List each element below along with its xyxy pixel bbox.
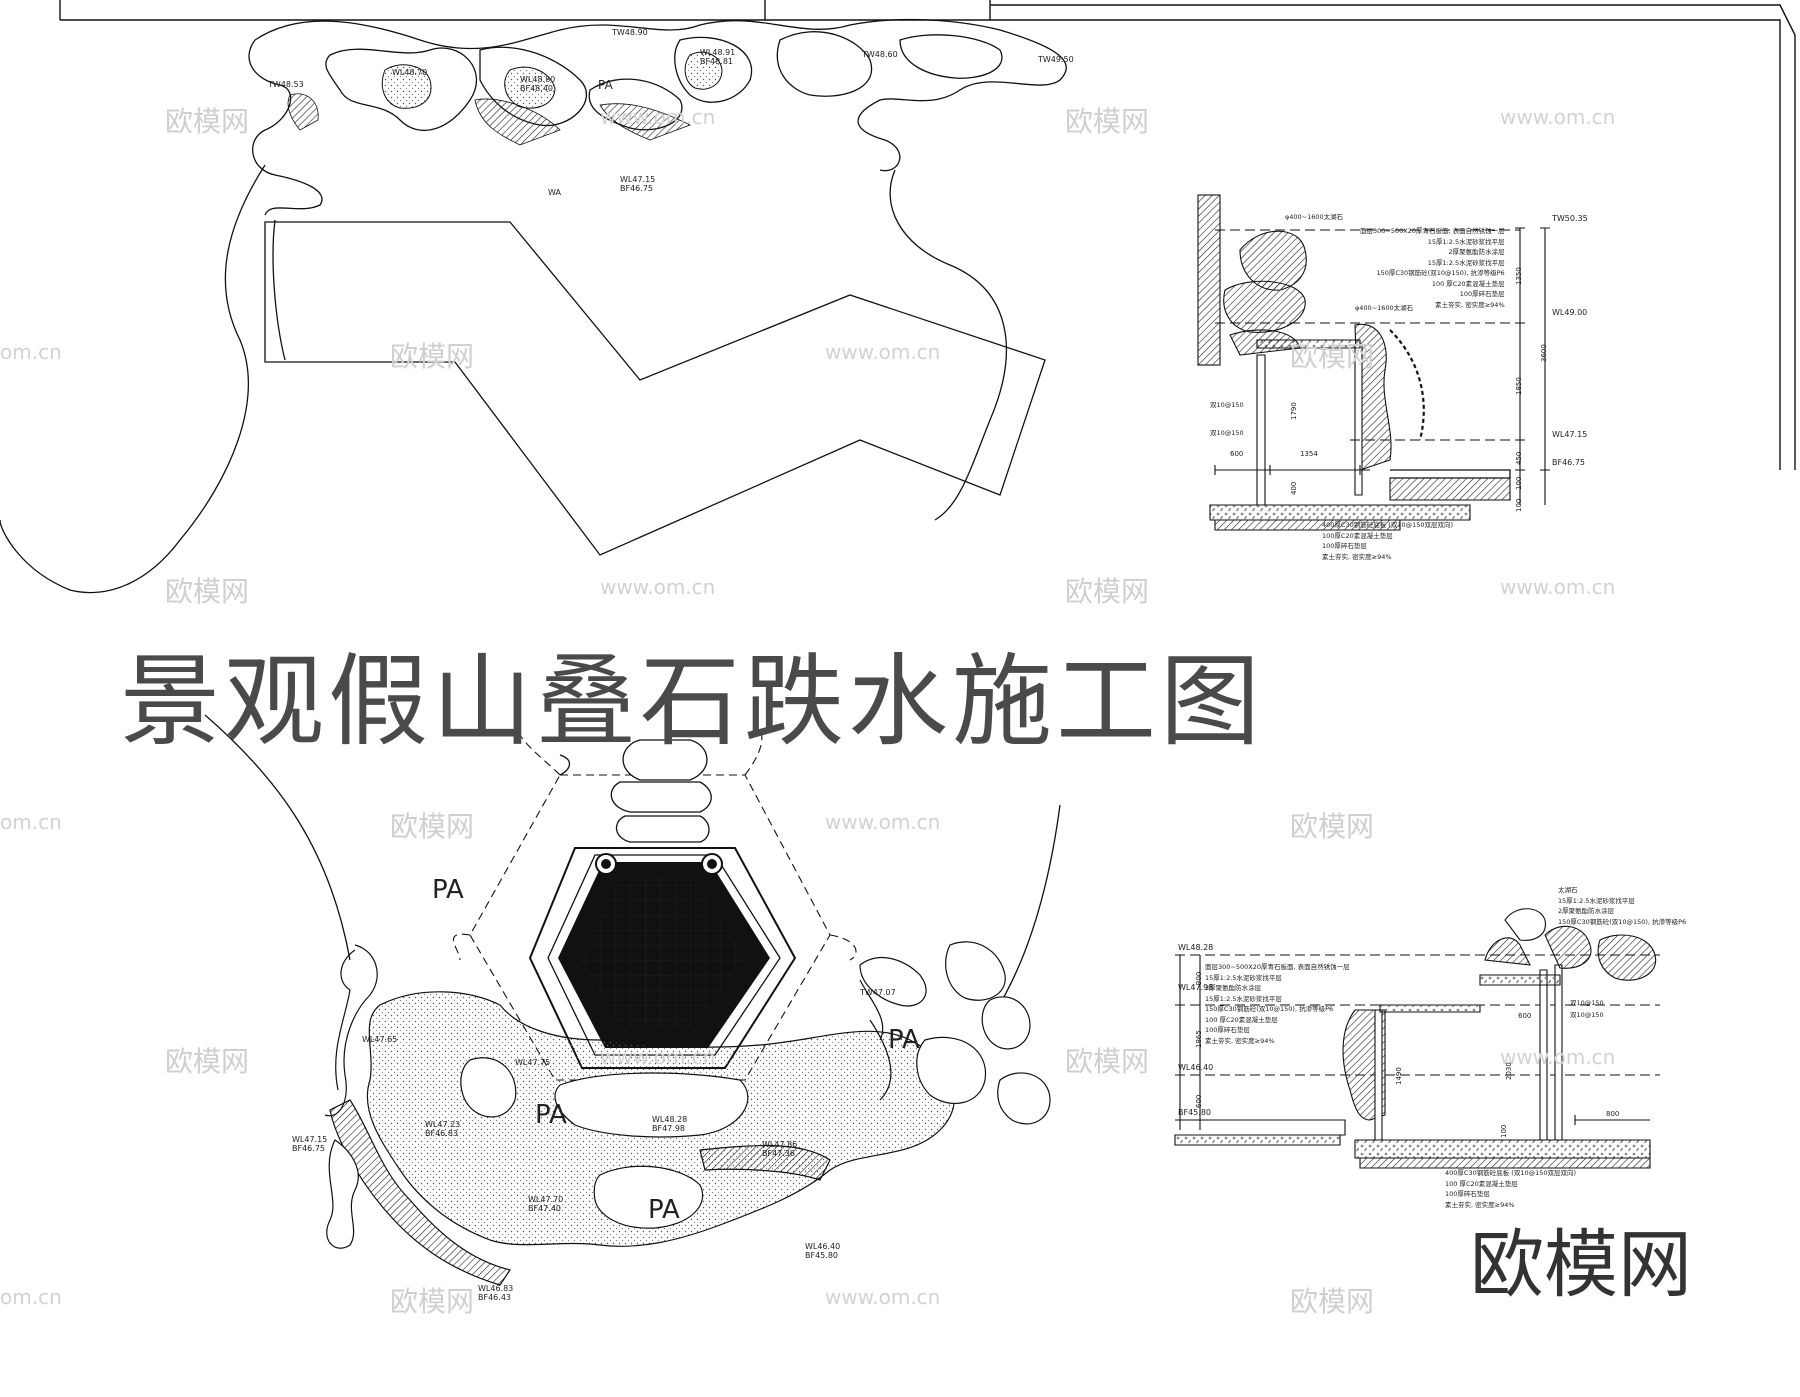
rebar-note: 双10@150	[1570, 1011, 1604, 1019]
material-notes: 面层300~500X20厚青石板面, 表面自然锈蚀一层 15厚1:2.5水泥砂浆…	[1205, 963, 1350, 1045]
pavilion-hexagon	[528, 739, 797, 1069]
drawing-title: 景观假山叠石跌水施工图	[120, 643, 1264, 760]
pond-outline	[0, 164, 266, 594]
material-notes: 太湖石 15厚1:2.5水泥砂浆找平层 2厚聚氨酯防水涂层 150厚C30钢筋砼…	[1558, 886, 1687, 926]
plaza-arc-left	[204, 714, 351, 961]
dimension: 1490	[1395, 1067, 1403, 1085]
pond-outline-right	[889, 169, 1007, 521]
rebar-note: 双10@150	[1210, 401, 1244, 409]
brand-logo-text: 欧模网	[1470, 1222, 1692, 1308]
area-label-pa: PA	[535, 1100, 567, 1130]
dimension: 3600	[1540, 344, 1548, 362]
dimension: 2030	[1505, 1062, 1513, 1080]
level-marker: TW49.50	[1038, 55, 1074, 64]
level-marker: TW48.53	[268, 80, 304, 89]
dimension: 600	[1195, 1094, 1203, 1108]
top-plan-rock-fill	[287, 51, 723, 146]
dimension: 800	[1606, 1110, 1620, 1118]
level-marker: TW47.07	[860, 988, 896, 997]
zigzag-bridge	[264, 221, 1046, 556]
dimension: 1354	[1300, 450, 1318, 458]
dimension: 450	[1515, 451, 1523, 465]
rock-note: φ400~1600太湖石	[1285, 213, 1344, 221]
area-label-wa: WA	[548, 188, 561, 197]
rock-note: φ400~1600太湖石	[1355, 304, 1414, 312]
dimension: 100	[1500, 1124, 1508, 1138]
level-marker: WL49.00	[1552, 308, 1588, 317]
dimension: 1350	[1515, 267, 1523, 285]
dimension: 1790	[1290, 402, 1298, 420]
level-marker: WL48.28	[1178, 943, 1214, 952]
sheet-frame	[59, 0, 1796, 470]
level-marker: WL47.98	[1178, 983, 1214, 992]
area-label-pa: PA	[648, 1195, 680, 1225]
level-marker: TW50.35	[1552, 214, 1588, 223]
base-notes: 400厚C30钢筋砼底板 (双10@150双层双向) 100厚C20素混凝土垫层…	[1322, 521, 1454, 561]
dimension: 300	[1195, 971, 1203, 985]
section-b	[1174, 908, 1660, 1169]
level-marker: WL47.65	[362, 1035, 398, 1044]
dimension: 1850	[1515, 377, 1523, 395]
area-label-pa: PA	[888, 1025, 920, 1055]
dimension: 400	[1290, 481, 1298, 495]
level-marker: TW48.60	[862, 50, 898, 59]
dimension: 1865	[1195, 1030, 1203, 1048]
level-marker: WL47.75	[515, 1058, 551, 1067]
rebar-note: 双10@150	[1570, 999, 1604, 1007]
area-label-pa: PA	[598, 78, 613, 92]
dimension: 600	[1230, 450, 1244, 458]
base-notes: 400厚C30钢筋砼底板 (双10@150双层双向) 100 厚C20素混凝土垫…	[1445, 1169, 1577, 1209]
level-marker: WL48.70	[392, 68, 428, 77]
area-label-pa: PA	[432, 875, 464, 905]
bottom-rockwork	[324, 941, 1051, 1286]
dimension: 600	[1518, 1012, 1532, 1020]
level-marker: BF45.80	[1178, 1108, 1211, 1117]
level-marker: WL46.40	[1178, 1063, 1214, 1072]
dimension: 100	[1515, 498, 1523, 512]
section-a	[1197, 194, 1550, 531]
rebar-note: 双10@150	[1210, 429, 1244, 437]
dimension: 100	[1515, 476, 1523, 490]
level-marker: TW48.90	[612, 28, 648, 37]
level-marker: WL47.15	[1552, 430, 1588, 439]
material-notes: 面层300~500X20厚青石板面, 表面自然锈蚀一层 15厚1:2.5水泥砂浆…	[1360, 227, 1505, 309]
level-marker: BF46.75	[1552, 458, 1585, 467]
